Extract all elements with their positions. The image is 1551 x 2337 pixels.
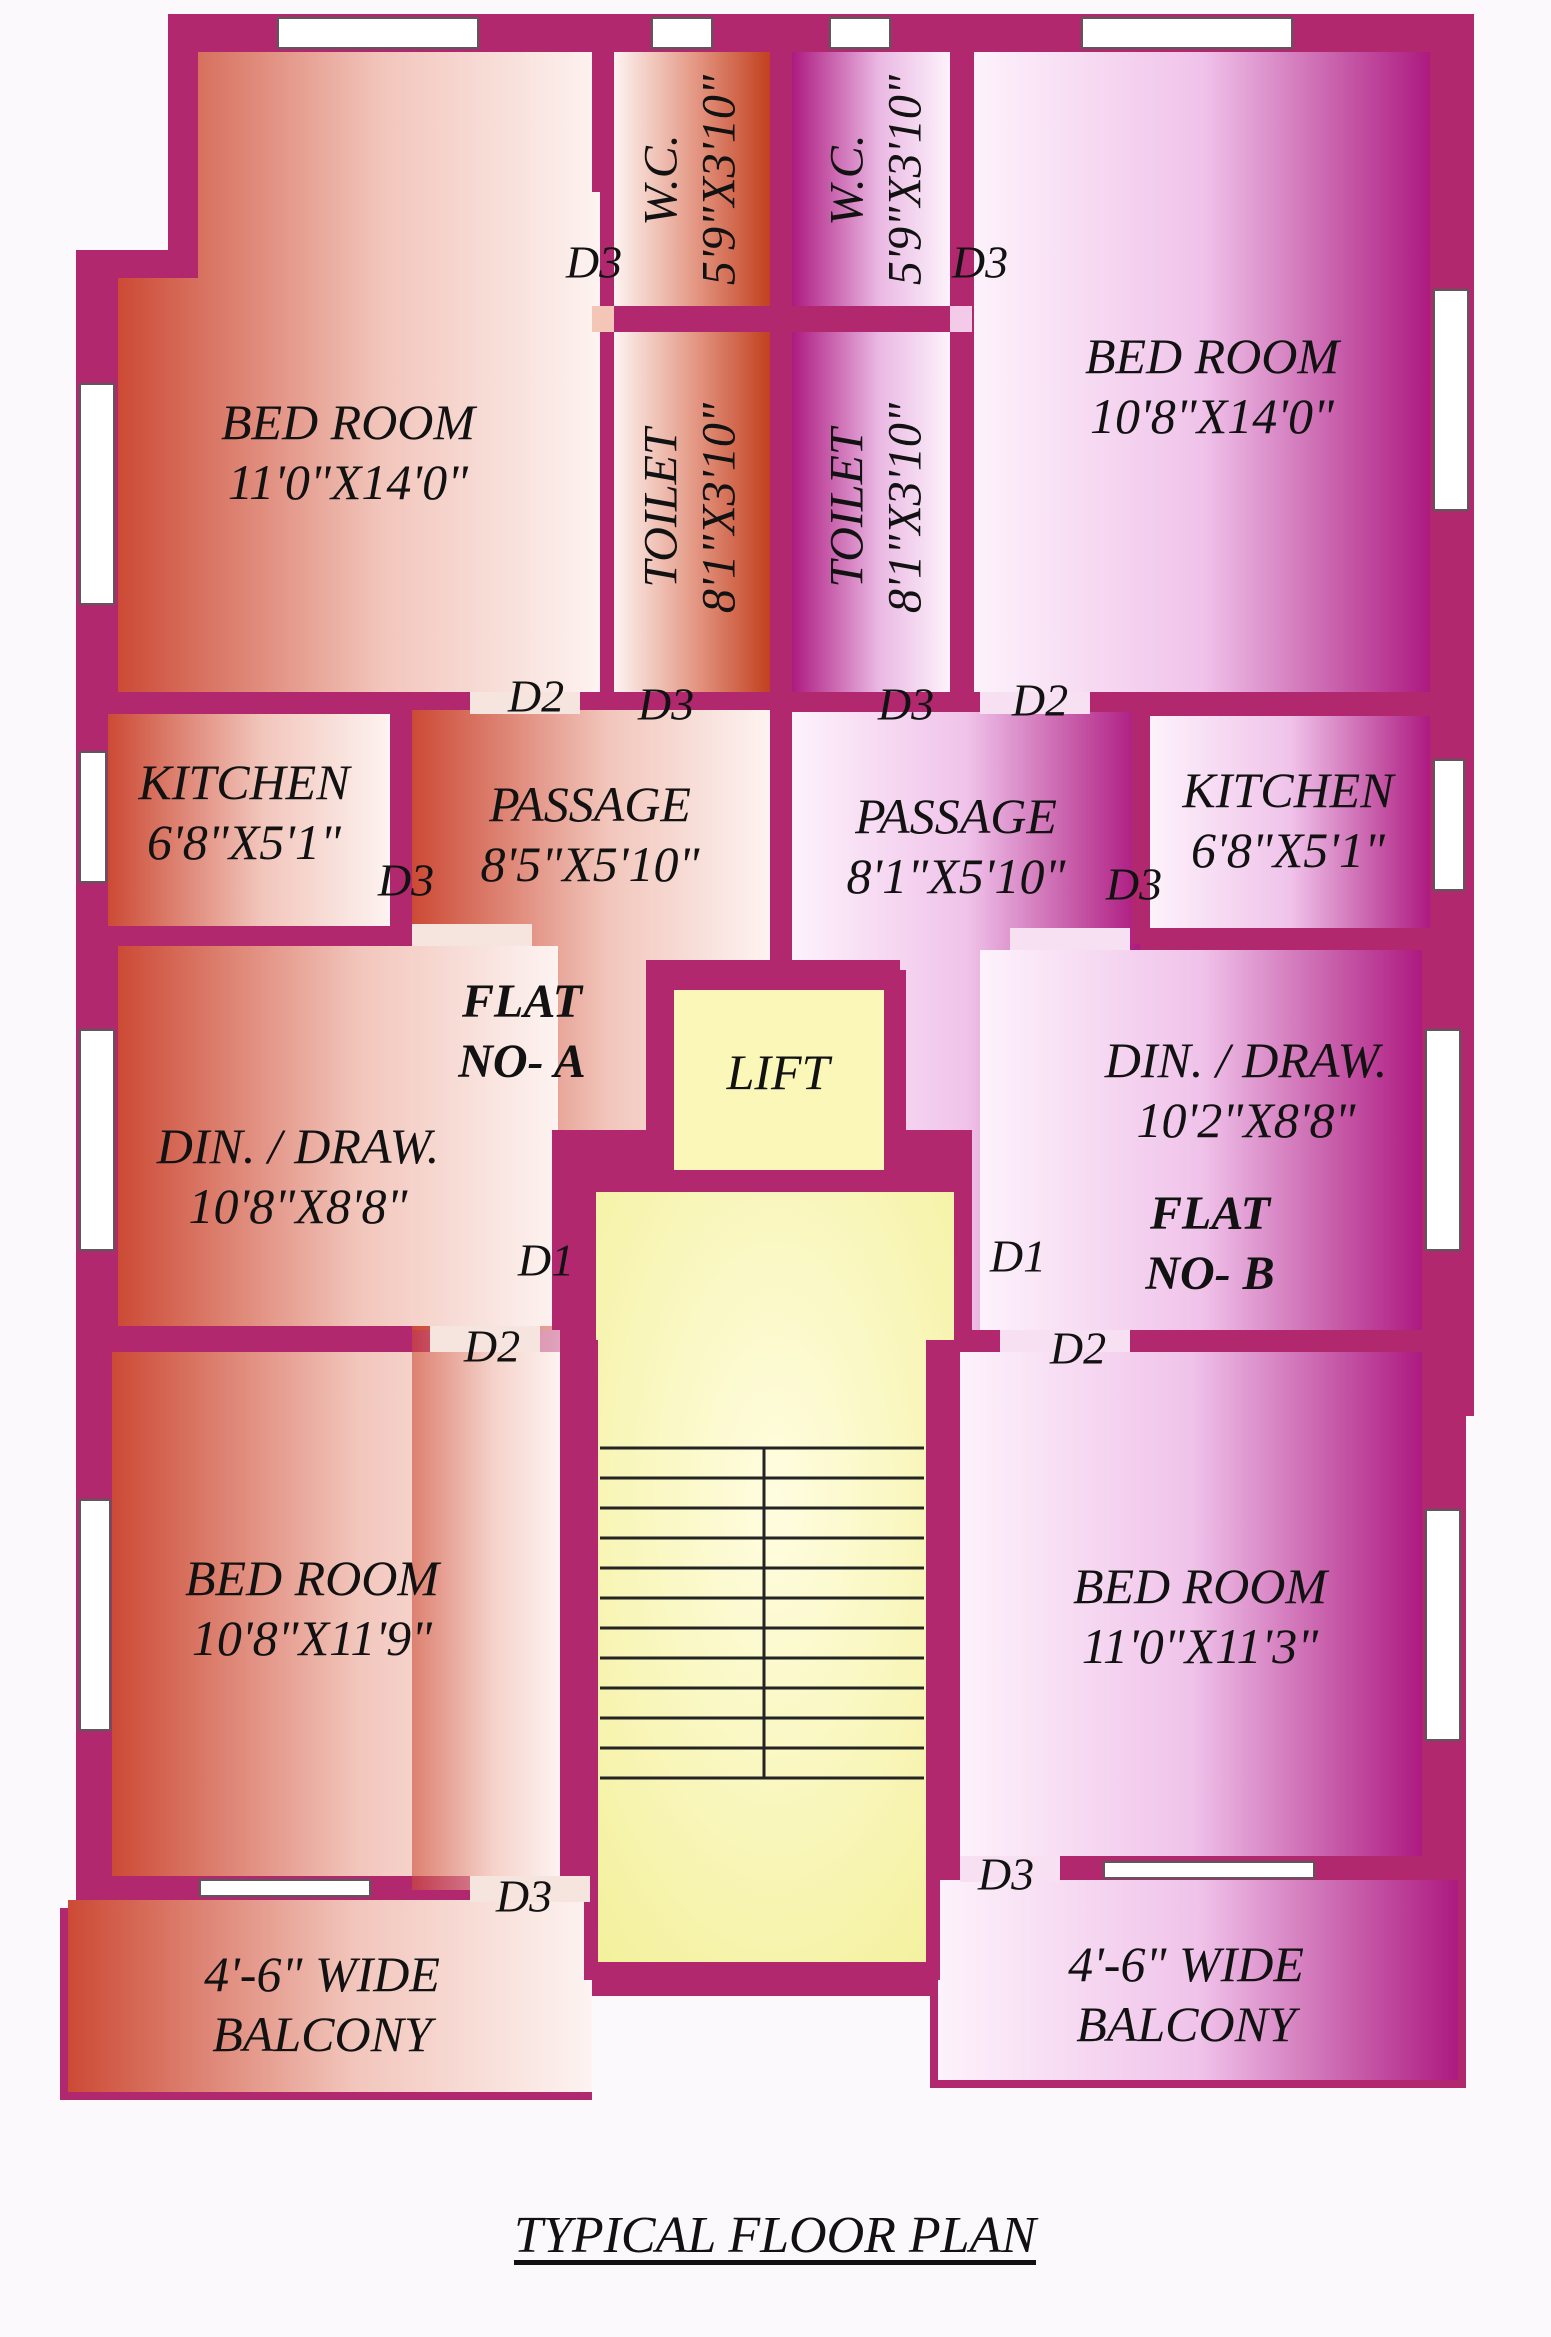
flat-label-line2: NO- B xyxy=(1145,1247,1275,1300)
lift-label: LIFT xyxy=(726,1044,830,1100)
room-size: 8'1"X3'10" xyxy=(878,402,931,614)
flat-a-balcony xyxy=(68,1900,592,2092)
room-size: 10'8"X8'8" xyxy=(188,1178,408,1234)
balcony-line2: BALCONY xyxy=(1076,1996,1296,2052)
room-name: KITCHEN xyxy=(138,754,350,810)
flat-a-rooms xyxy=(68,52,770,2092)
room-name: BED ROOM xyxy=(1084,328,1340,384)
flat-a-bedroom-2-label: BED ROOM 10'8"X11'9" xyxy=(185,1548,439,1668)
flat-a-passage-lower xyxy=(412,1330,560,1890)
room-name: BED ROOM xyxy=(1072,1558,1328,1614)
flat-a-bedroom-1 xyxy=(118,52,600,692)
flat-b-wc xyxy=(792,52,950,306)
room-name: KITCHEN xyxy=(1182,762,1394,818)
flat-a-bedroom-1-label: BED ROOM 11'0"X14'0" xyxy=(221,392,475,512)
windows xyxy=(79,17,1469,1897)
door-tag: D3 xyxy=(977,1848,1035,1900)
room-size: 6'8"X5'1" xyxy=(1191,822,1385,878)
flat-label-line2: NO- A xyxy=(458,1035,586,1088)
flat-b-bedroom-2 xyxy=(960,1352,1422,1856)
room-name: DIN. / DRAW. xyxy=(1104,1032,1388,1088)
flat-b-balcony xyxy=(938,1880,1458,2080)
lift-shaft xyxy=(674,990,884,1170)
flat-a-dining-label: DIN. / DRAW. 10'8"X8'8" xyxy=(157,1116,439,1236)
door-tag: D1 xyxy=(989,1230,1047,1282)
room-name: TOILET xyxy=(820,428,874,588)
door-tag: D3 xyxy=(637,678,695,730)
flat-b-toilet-label: TOILET 8'1"X3'10" xyxy=(818,403,933,613)
flat-a-toilet-label: TOILET 8'1"X3'10" xyxy=(632,403,747,613)
door-tag: D3 xyxy=(1105,858,1163,910)
balcony-line1: 4'-6" WIDE xyxy=(1068,1936,1304,1992)
balcony-line2: BALCONY xyxy=(212,2006,432,2062)
flat-a-kitchen-label: KITCHEN 6'8"X5'1" xyxy=(138,752,349,872)
balcony-line1: 4'-6" WIDE xyxy=(204,1946,440,2002)
flat-b-dining-label: DIN. / DRAW. 10'2"X8'8" xyxy=(1105,1030,1387,1150)
stair-well xyxy=(596,1192,954,1962)
room-size: 11'0"X11'3" xyxy=(1081,1618,1319,1674)
door-tag: D3 xyxy=(377,854,435,906)
flat-b-passage-label: PASSAGE 8'1"X5'10" xyxy=(847,786,1066,906)
door-openings xyxy=(412,306,1130,1902)
room-size: 6'8"X5'1" xyxy=(147,814,341,870)
room-name: PASSAGE xyxy=(489,776,691,832)
flat-a-dining xyxy=(118,946,558,1326)
flat-a-wc-label: W.C. 5'9"X3'10" xyxy=(632,75,747,285)
room-size: 5'9"X3'10" xyxy=(692,74,745,286)
room-size: 8'1"X3'10" xyxy=(692,402,745,614)
room-size: 5'9"X3'10" xyxy=(878,74,931,286)
room-name: TOILET xyxy=(634,428,688,588)
room-name: BED ROOM xyxy=(184,1550,440,1606)
room-size: 11'0"X14'0" xyxy=(227,454,469,510)
door-tag: D2 xyxy=(507,670,565,722)
room-name: W.C. xyxy=(634,134,688,226)
flat-b-wc-label: W.C. 5'9"X3'10" xyxy=(818,75,933,285)
flat-b-toilet xyxy=(792,332,950,692)
flat-b-title: FLAT NO- B xyxy=(1145,1184,1274,1304)
flat-a-title: FLAT NO- A xyxy=(458,972,586,1092)
flat-a-kitchen xyxy=(108,714,390,926)
flat-label-line1: FLAT xyxy=(461,975,583,1028)
flat-b-bedroom-2-label: BED ROOM 11'0"X11'3" xyxy=(1073,1556,1327,1676)
room-name: BED ROOM xyxy=(220,394,476,450)
door-tag: D3 xyxy=(951,236,1009,288)
room-size: 10'8"X14'0" xyxy=(1090,388,1334,444)
door-tag: D3 xyxy=(495,1870,553,1922)
flat-b-balcony-label: 4'-6" WIDE BALCONY xyxy=(1068,1934,1304,2054)
room-size: 8'5"X5'10" xyxy=(480,836,700,892)
flat-b-rooms xyxy=(792,52,1458,2080)
flat-b-bedroom-1 xyxy=(974,52,1430,692)
flat-a-wc xyxy=(614,52,770,306)
room-name: DIN. / DRAW. xyxy=(156,1118,440,1174)
room-size: 10'8"X11'9" xyxy=(191,1610,433,1666)
flat-b-kitchen xyxy=(1150,716,1430,928)
stair-treads xyxy=(600,1446,924,1780)
flat-a-balcony-label: 4'-6" WIDE BALCONY xyxy=(204,1944,440,2064)
door-tag: D3 xyxy=(877,678,935,730)
door-tag: D3 xyxy=(565,236,623,288)
flat-b-bedroom-1-label: BED ROOM 10'8"X14'0" xyxy=(1085,326,1339,446)
flat-b-dining xyxy=(980,950,1422,1330)
page-title: TYPICAL FLOOR PLAN xyxy=(513,2207,1037,2264)
room-size: 8'1"X5'10" xyxy=(846,848,1066,904)
room-size: 10'2"X8'8" xyxy=(1136,1092,1356,1148)
core xyxy=(552,970,972,1980)
door-tag: D2 xyxy=(463,1320,521,1372)
room-name: PASSAGE xyxy=(855,788,1057,844)
flat-label-line1: FLAT xyxy=(1149,1187,1271,1240)
door-tag: D1 xyxy=(517,1234,575,1286)
flat-a-passage-label: PASSAGE 8'5"X5'10" xyxy=(481,774,700,894)
flat-a-toilet xyxy=(614,332,770,692)
door-tag: D2 xyxy=(1011,674,1069,726)
door-tag: D2 xyxy=(1049,1322,1107,1374)
flat-b-kitchen-label: KITCHEN 6'8"X5'1" xyxy=(1182,760,1393,880)
room-name: W.C. xyxy=(820,134,874,226)
